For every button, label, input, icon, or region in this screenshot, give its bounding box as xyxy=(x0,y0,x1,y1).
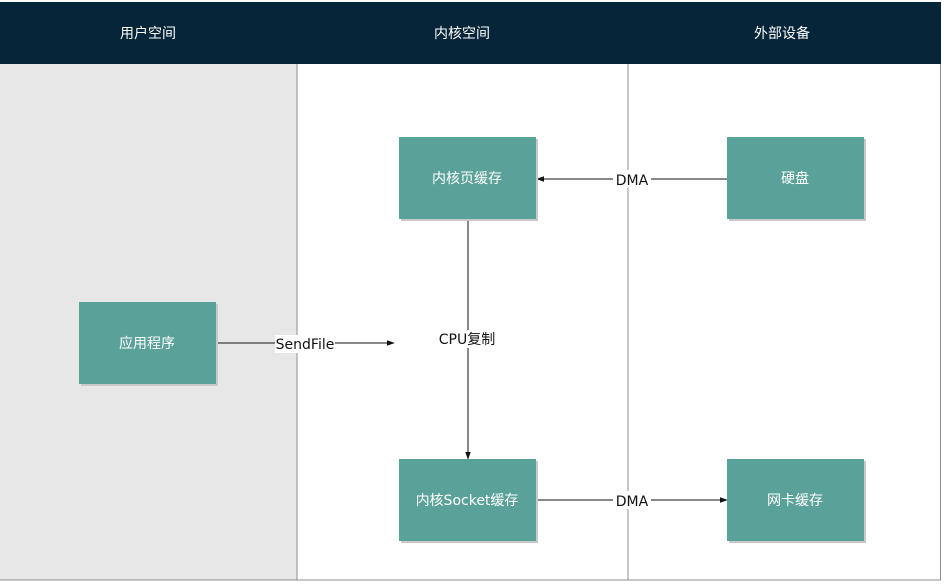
edge-label-bg-dma-write xyxy=(613,491,651,509)
node-label-socket-cache: 内核Socket缓存 xyxy=(416,493,519,509)
edge-label-bg-dma-read xyxy=(613,170,651,188)
node-page-cache xyxy=(399,137,536,219)
node-label-app: 应用程序 xyxy=(119,335,175,352)
node-label-nic-cache: 网卡缓存 xyxy=(767,493,823,509)
node-label-disk: 硬盘 xyxy=(781,170,809,187)
lane-header-bar xyxy=(0,2,941,64)
edge-label-sendfile: SendFile xyxy=(276,337,335,353)
edge-label-dma-read: DMA xyxy=(616,173,649,189)
node-app xyxy=(79,302,216,384)
lane-title-user-space: 用户空间 xyxy=(120,25,176,42)
lane-title-kernel-space: 内核空间 xyxy=(434,26,490,42)
edge-label-cpu-copy: CPU复制 xyxy=(439,331,495,348)
node-socket-cache xyxy=(399,459,536,541)
edge-label-bg-sendfile xyxy=(275,335,335,353)
node-label-page-cache: 内核页缓存 xyxy=(432,171,502,187)
lane-title-external-device: 外部设备 xyxy=(754,25,810,42)
edge-label-bg-cpu-copy xyxy=(436,330,500,348)
edge-label-dma-write: DMA xyxy=(616,494,649,510)
node-nic-cache xyxy=(727,459,864,541)
node-disk xyxy=(727,137,864,219)
